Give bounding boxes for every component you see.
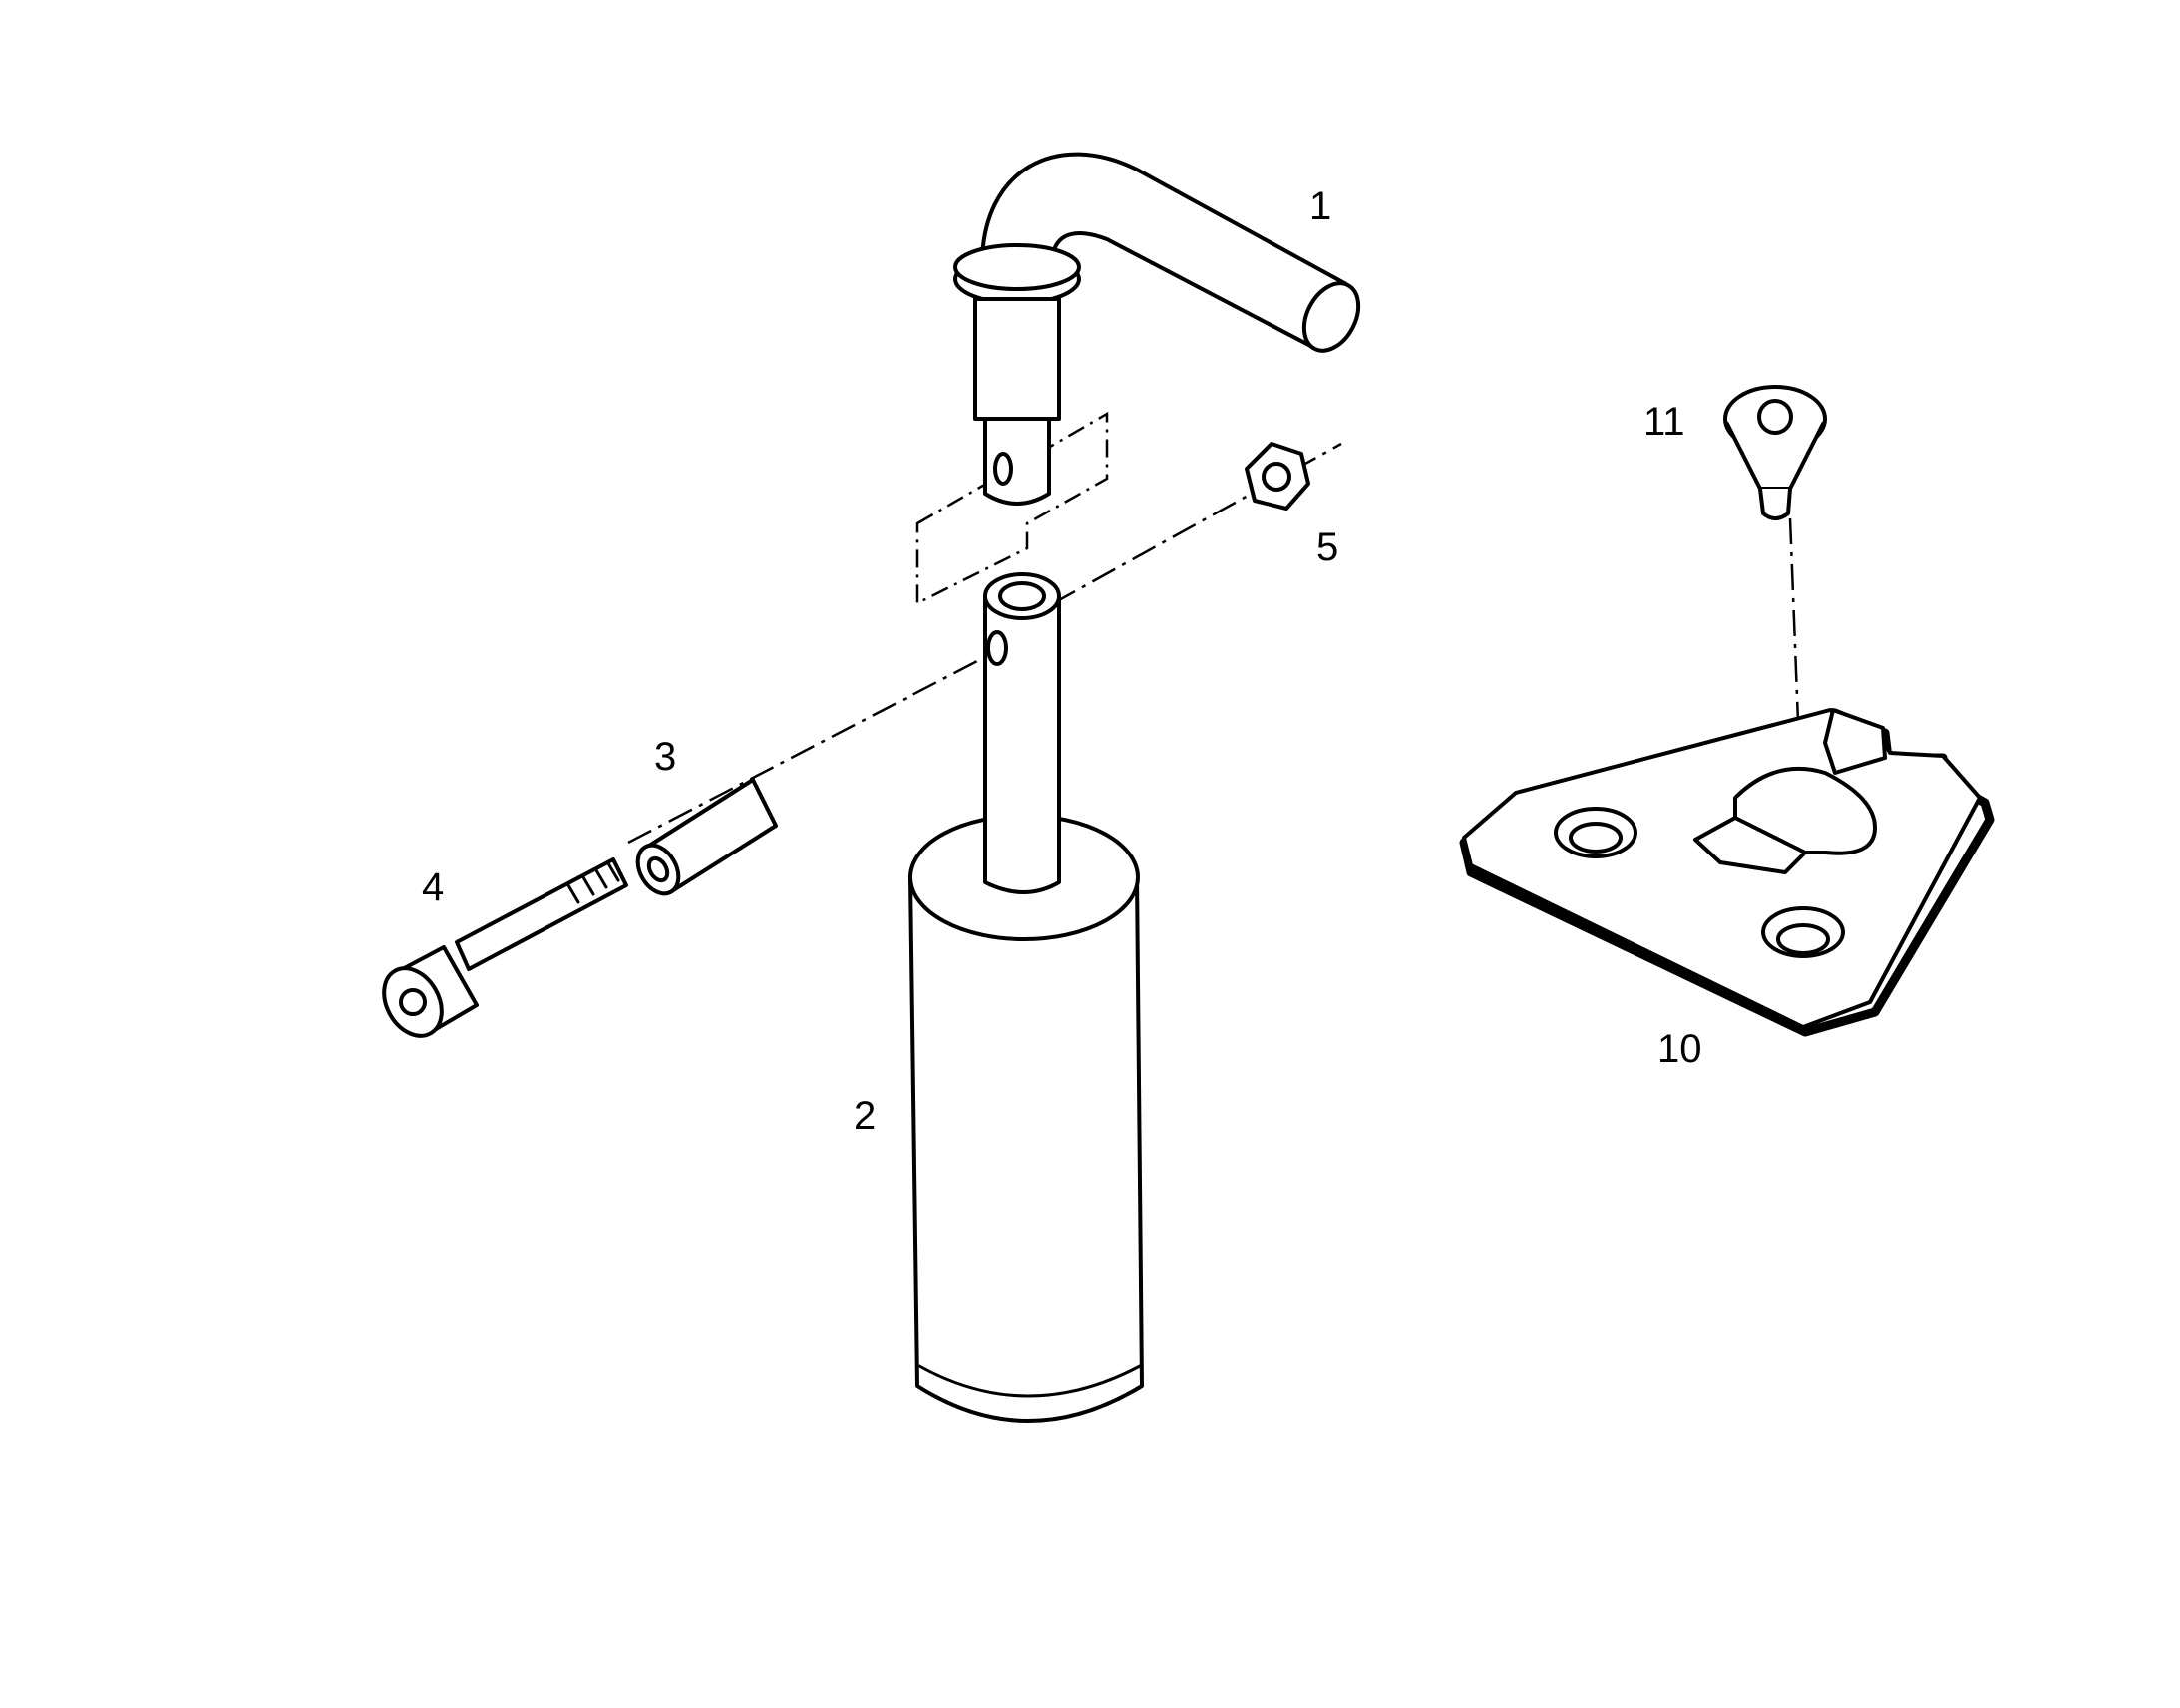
- part-3-sleeve: [635, 778, 778, 896]
- callout-11: 11: [1643, 400, 1685, 444]
- assembly-guide-lines: [627, 411, 1809, 953]
- part-1-handle-pin: [953, 152, 1361, 506]
- part-10-mounting-plate: [1459, 708, 1995, 1037]
- part-2-cylinder: [908, 572, 1144, 1423]
- part-11-countersunk-screw: [1723, 385, 1827, 520]
- callout-labels: 1 2 3 4 5 10 11: [422, 184, 1702, 1138]
- part-5-hex-nut: [1245, 442, 1310, 511]
- part-4-cap-screw: [382, 857, 628, 1038]
- callout-2: 2: [854, 1094, 876, 1138]
- callout-4: 4: [422, 865, 444, 909]
- callout-10: 10: [1657, 1027, 1702, 1071]
- callout-1: 1: [1309, 184, 1331, 228]
- callout-3: 3: [654, 735, 676, 779]
- callout-5: 5: [1316, 525, 1338, 569]
